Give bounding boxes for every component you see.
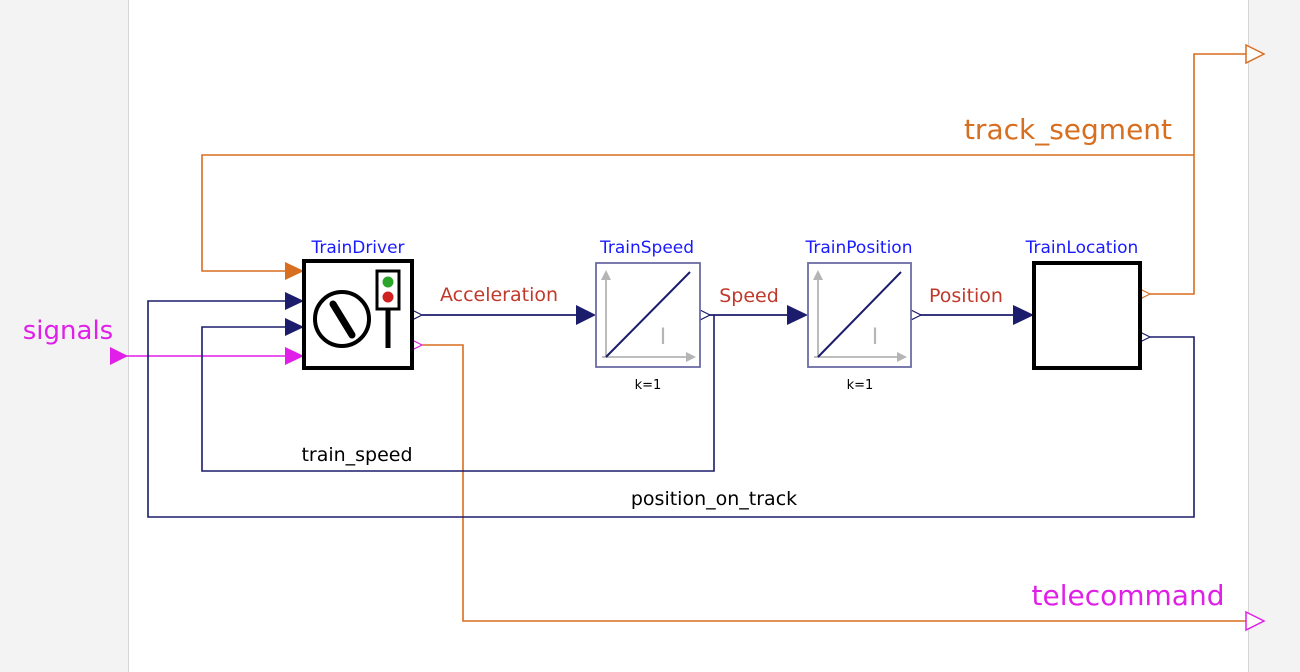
signals-input-port[interactable] bbox=[110, 347, 128, 365]
train-driver-port-track-segment[interactable] bbox=[285, 262, 304, 280]
integrator-graph-icon: I bbox=[813, 270, 907, 362]
left-gutter bbox=[0, 0, 129, 672]
train-speed-output-port[interactable] bbox=[699, 309, 712, 321]
track-segment-label: track_segment bbox=[964, 113, 1172, 146]
wire-train-speed-feedback[interactable] bbox=[201, 315, 715, 472]
wire-telecommand[interactable] bbox=[422, 344, 1246, 622]
block-train-position[interactable]: I bbox=[807, 262, 912, 368]
train-position-glyph: I bbox=[872, 325, 879, 350]
train-driver-port-signals[interactable] bbox=[285, 347, 304, 365]
train-driver-port-position[interactable] bbox=[285, 292, 304, 310]
speed-label: Speed bbox=[719, 285, 779, 307]
block-train-driver[interactable] bbox=[302, 259, 414, 370]
telecommand-output-port[interactable] bbox=[1245, 610, 1266, 632]
train-speed-wire-label: train_speed bbox=[301, 444, 412, 466]
train-position-output-port[interactable] bbox=[910, 309, 923, 321]
position-label: Position bbox=[929, 285, 1003, 307]
block-train-location[interactable] bbox=[1032, 261, 1142, 370]
wire-position-on-track-feedback[interactable] bbox=[147, 300, 1195, 518]
train-speed-input-port[interactable] bbox=[576, 305, 596, 325]
wire-track-segment-feedback[interactable] bbox=[201, 154, 1194, 272]
train-speed-glyph: I bbox=[660, 325, 667, 350]
traffic-light-icon bbox=[375, 269, 401, 348]
integrator-graph-icon: I bbox=[601, 270, 696, 362]
dial-icon bbox=[313, 290, 371, 348]
track-segment-output-port[interactable] bbox=[1245, 43, 1266, 65]
wire-track-segment-output[interactable] bbox=[1150, 53, 1246, 295]
signals-label: signals bbox=[23, 316, 113, 346]
train-driver-port-speed[interactable] bbox=[285, 318, 304, 336]
train-location-input-port[interactable] bbox=[1013, 305, 1034, 325]
train-speed-param: k=1 bbox=[635, 378, 662, 393]
right-scroll-gutter[interactable] bbox=[1248, 0, 1300, 672]
train-position-param: k=1 bbox=[847, 378, 874, 393]
acceleration-label: Acceleration bbox=[440, 284, 558, 306]
train-speed-name: TrainSpeed bbox=[599, 238, 694, 258]
train-location-name: TrainLocation bbox=[1025, 238, 1139, 258]
position-on-track-wire-label: position_on_track bbox=[631, 488, 797, 510]
block-train-speed[interactable]: I bbox=[595, 262, 701, 368]
train-position-name: TrainPosition bbox=[805, 238, 913, 258]
train-position-input-port[interactable] bbox=[787, 305, 808, 325]
train-driver-name: TrainDriver bbox=[310, 238, 404, 258]
telecommand-label: telecommand bbox=[1032, 579, 1225, 612]
